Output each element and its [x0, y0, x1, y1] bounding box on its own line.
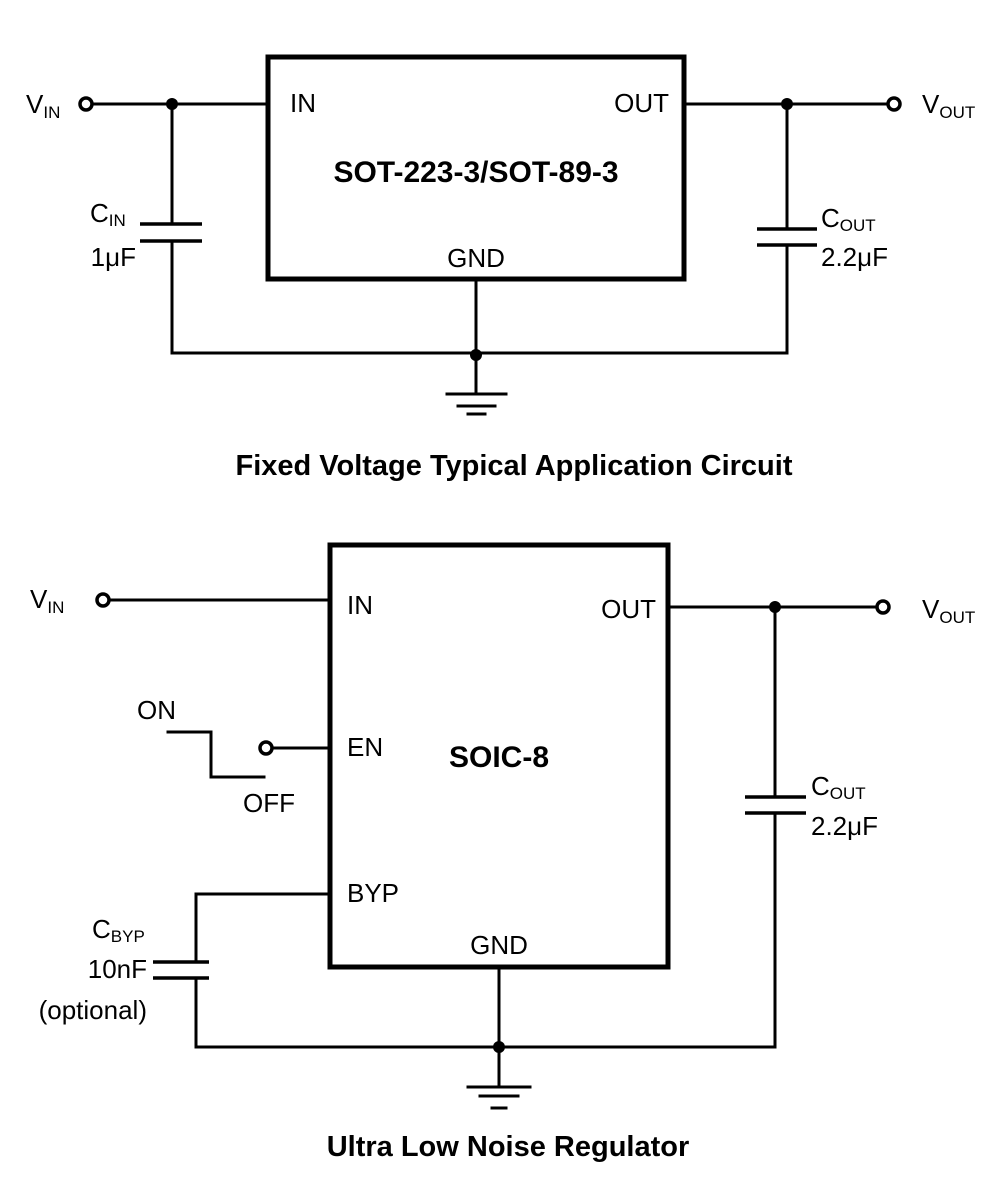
cin-label: CIN — [90, 198, 126, 230]
cbyp-value: 10nF — [88, 954, 147, 984]
cout-label: COUT — [811, 771, 866, 803]
circuit-ultra-low-noise: IN OUT EN BYP GND SOIC-8 VIN ON OFF CBYP… — [30, 542, 975, 1163]
vin-terminal — [78, 96, 94, 112]
ground-icon — [466, 1085, 532, 1110]
vout-terminal — [875, 599, 891, 615]
pin-label-out: OUT — [601, 594, 656, 624]
vout-label: VOUT — [922, 594, 975, 627]
package-name: SOT-223-3/SOT-89-3 — [333, 156, 618, 189]
switch-off-label: OFF — [243, 788, 295, 818]
pin-label-in: IN — [290, 88, 316, 118]
enable-switch — [166, 730, 266, 779]
junction-dot — [470, 349, 482, 361]
pin-label-gnd: GND — [447, 243, 505, 273]
circuit-title: Fixed Voltage Typical Application Circui… — [236, 450, 793, 482]
vout-terminal — [886, 96, 902, 112]
switch-on-label: ON — [137, 695, 176, 725]
pin-label-gnd: GND — [470, 930, 528, 960]
en-terminal — [258, 740, 274, 756]
pin-label-out: OUT — [614, 88, 669, 118]
vin-label: VIN — [26, 89, 60, 122]
pin-label-in: IN — [347, 590, 373, 620]
ground-icon — [445, 392, 508, 416]
vin-terminal — [95, 592, 111, 608]
pin-label-en: EN — [347, 732, 383, 762]
circuit-title: Ultra Low Noise Regulator — [327, 1131, 690, 1163]
junction-dot — [493, 1041, 505, 1053]
circuit-fixed-voltage: IN OUT GND SOT-223-3/SOT-89-3 VIN CIN 1μ… — [26, 54, 975, 482]
vin-label: VIN — [30, 584, 64, 617]
wire-byp — [194, 892, 332, 963]
cout-label: COUT — [821, 203, 876, 235]
cbyp-label: CBYP — [92, 914, 145, 946]
cout-value: 2.2μF — [811, 811, 878, 841]
package-name: SOIC-8 — [449, 741, 549, 774]
cbyp-note: (optional) — [39, 995, 147, 1025]
cout-value: 2.2μF — [821, 242, 888, 272]
vout-label: VOUT — [922, 89, 975, 122]
pin-label-byp: BYP — [347, 878, 399, 908]
cin-value: 1μF — [91, 242, 136, 272]
